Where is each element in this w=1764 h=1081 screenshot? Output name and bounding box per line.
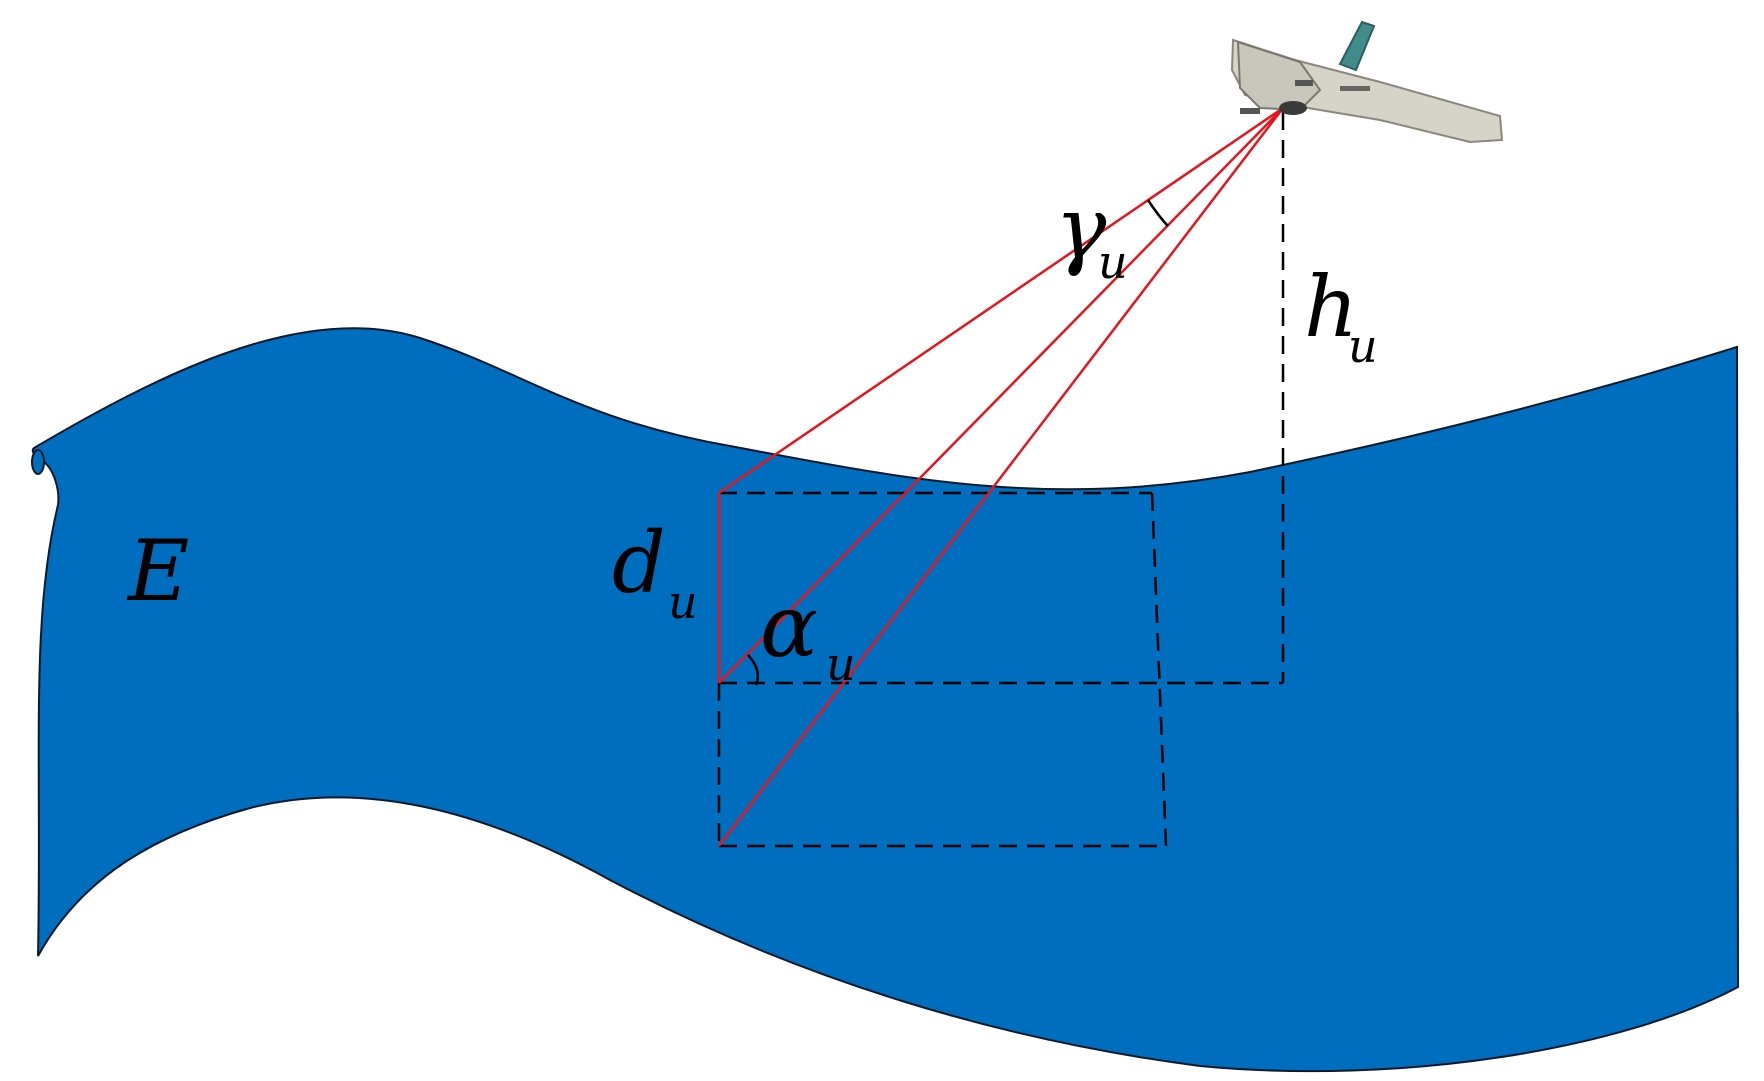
uav-fuselage (1236, 40, 1322, 112)
label-distance-sub: u (668, 575, 698, 629)
label-gamma: γ (1055, 179, 1107, 279)
uav-icon (1230, 20, 1504, 144)
alpha-angle-arc (747, 654, 759, 686)
ray-to-middle-left (718, 107, 1284, 684)
label-height-sub: u (1348, 319, 1378, 373)
uav-camera-pod (1279, 101, 1307, 115)
ground-surface-e (31, 327, 1740, 1073)
ray-to-top-left (718, 106, 1284, 495)
uav-tail-fin (1338, 20, 1376, 72)
label-gamma-sub: u (1098, 235, 1128, 289)
label-height: h (1304, 258, 1358, 356)
label-alpha-sub: u (826, 637, 856, 691)
label-plane-e: E (126, 522, 189, 620)
label-distance: d (612, 514, 666, 612)
dashed-right-edge (1150, 492, 1168, 847)
surface-curl (31, 449, 45, 475)
ray-to-bottom-left (718, 107, 1284, 847)
gamma-angle-arc (1146, 199, 1169, 227)
footprint-dashed-lines (717, 112, 1285, 848)
label-alpha: α (760, 577, 818, 677)
sensing-rays (718, 106, 1284, 847)
